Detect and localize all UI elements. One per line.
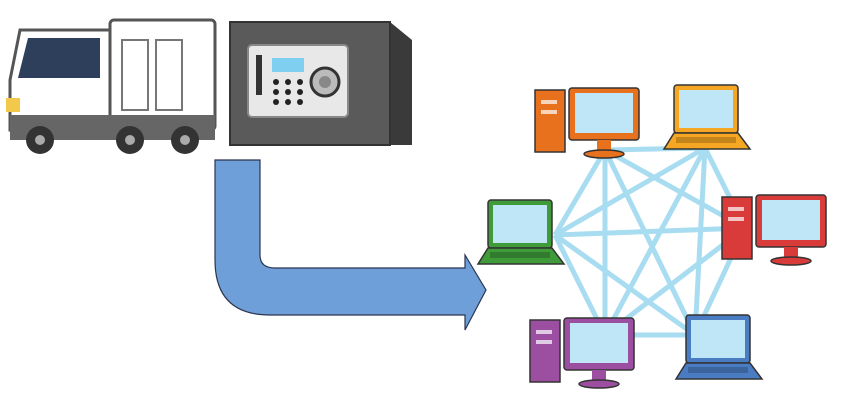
network-link [602,146,708,337]
network-links [552,145,748,338]
laptop-icon [674,314,764,380]
desktop-computer-icon [534,87,640,159]
desktop-computer-icon [721,194,827,266]
network-link [602,148,698,337]
desktop-computer-icon [529,317,635,389]
safe-icon [229,21,412,146]
network-link [552,148,608,237]
network-nodes [476,84,827,389]
laptop-icon [662,84,752,150]
laptop-icon [476,199,566,265]
curved-arrow-icon [214,159,487,331]
network-link [554,225,746,238]
network-link [553,232,697,338]
network-link [692,147,708,336]
delivery-truck-icon [6,18,217,154]
network-link [553,145,707,238]
